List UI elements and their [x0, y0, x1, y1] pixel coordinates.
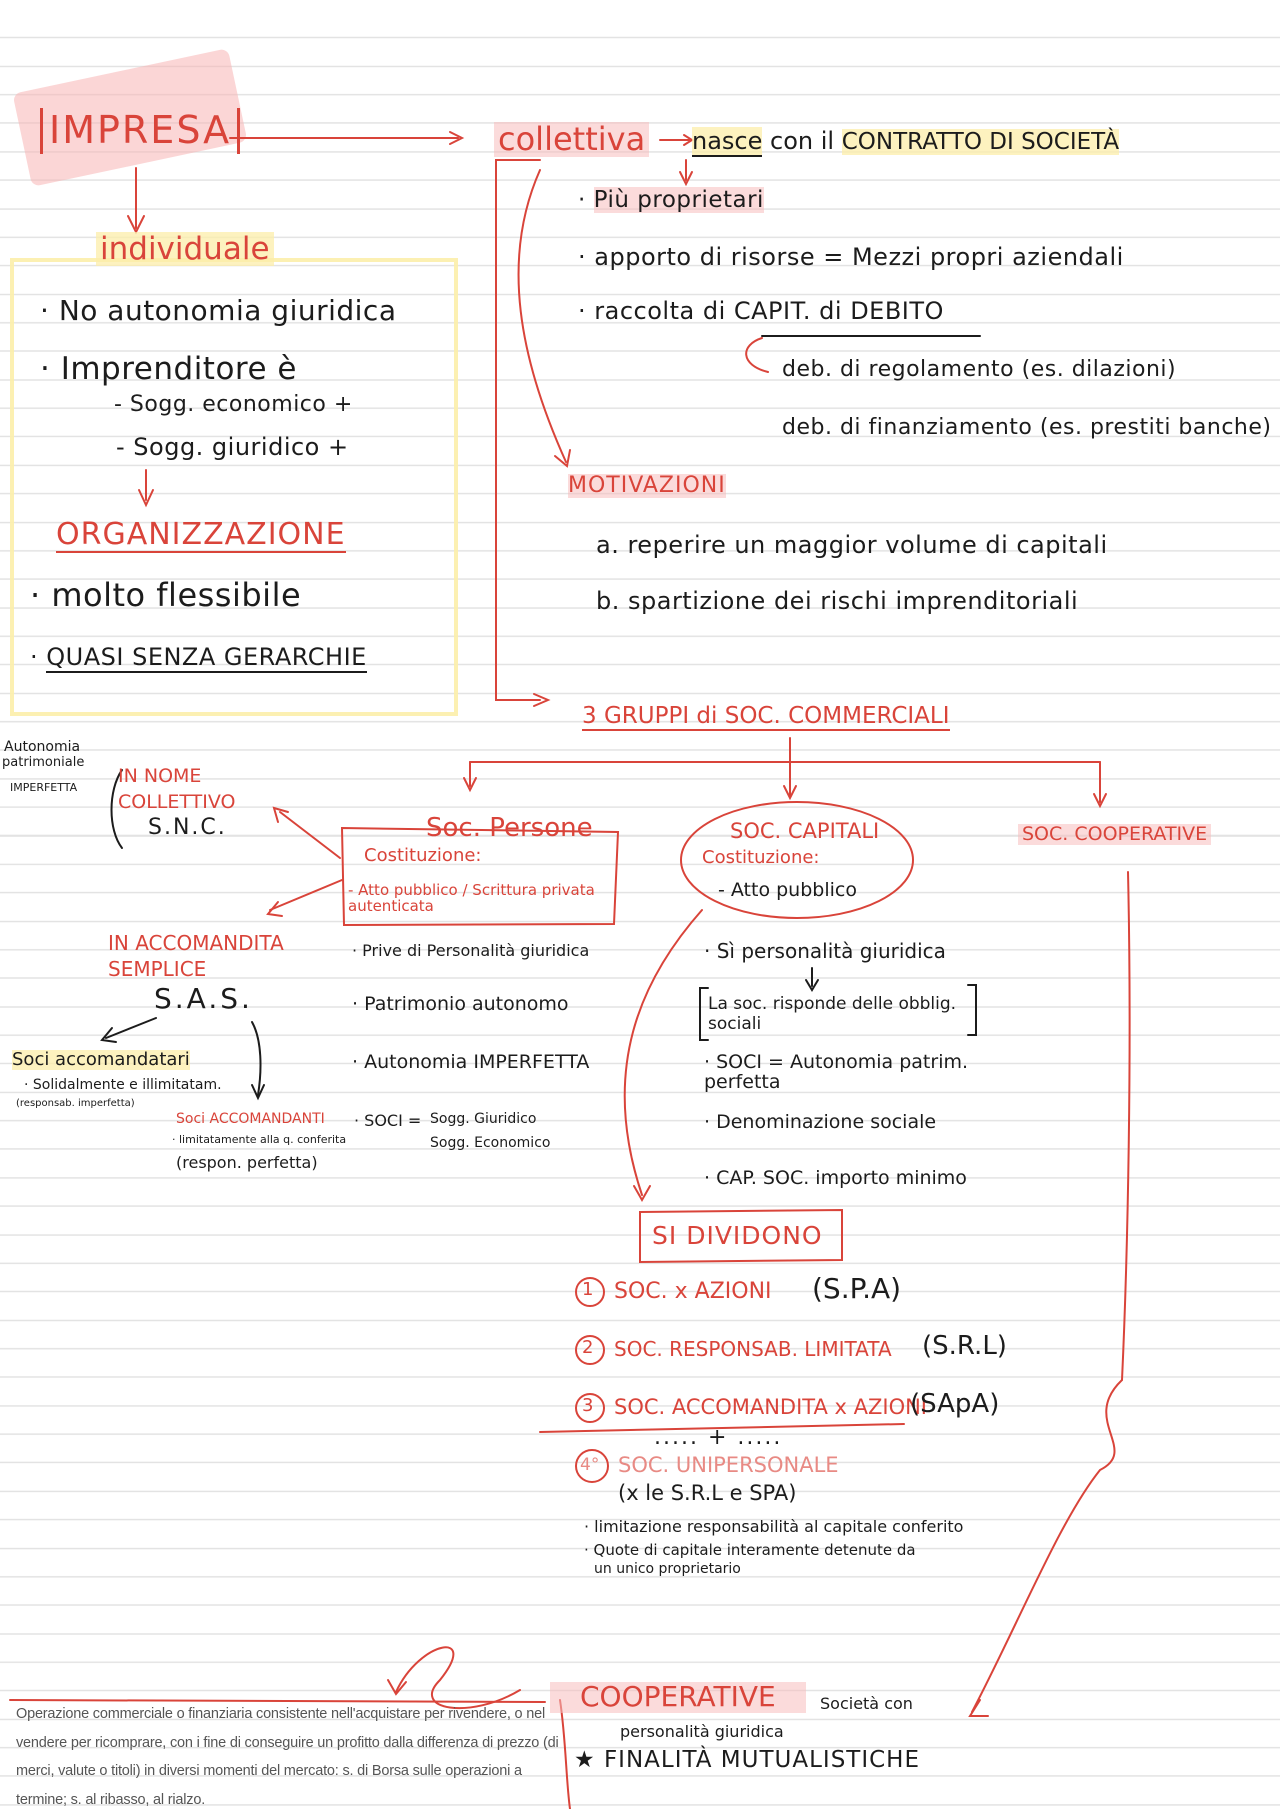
collettiva-bullet-1: · Più proprietari: [578, 187, 764, 213]
accomandanti-title: Soci ACCOMANDANTI: [176, 1111, 325, 1127]
persone-prop-1: · Prive di Personalità giuridica: [352, 941, 590, 960]
persone-soci-label: · SOCI =: [354, 1111, 422, 1130]
list-item-3: SOC. ACCOMANDITA x AZIONI: [614, 1395, 928, 1419]
list-num-2: 2: [582, 1337, 594, 1358]
capitali-prop-3: · SOCI = Autonomia patrim. perfetta: [704, 1051, 969, 1093]
capitali-prop-5: · CAP. SOC. importo minimo: [704, 1167, 967, 1189]
accomandanti-note-2: (respon. perfetta): [176, 1153, 318, 1172]
list-num-4: 4°: [580, 1455, 600, 1475]
motivazione-a: a. reperire un maggior volume di capital…: [596, 531, 1108, 559]
individuale-title: individuale: [96, 232, 274, 266]
snc-abbr: S.N.C.: [148, 815, 227, 840]
organizzazione-title: ORGANIZZAZIONE: [56, 517, 346, 553]
autonomia-label-2: patrimoniale: [2, 755, 85, 770]
list-item-1: SOC. x AZIONI: [614, 1279, 772, 1304]
cooperative-subtitle: Società con personalità giuridica: [620, 1694, 913, 1741]
gruppi-title: 3 GRUPPI di SOC. COMMERCIALI: [582, 703, 950, 732]
accomandatari-title: Soci accomandatari: [12, 1049, 190, 1070]
persone-atto: - Atto pubblico / Scrittura privata aute…: [348, 881, 595, 915]
persone-costituzione: Costituzione:: [364, 845, 482, 866]
persone-prop-3: · Autonomia IMPERFETTA: [352, 1051, 590, 1073]
individuale-sub-1: - Sogg. economico +: [114, 392, 353, 417]
uni-note-2: · Quote di capitale interamente detenute…: [584, 1541, 916, 1559]
list-num-3: 3: [582, 1395, 594, 1416]
nasce-word: nasce: [692, 127, 763, 157]
accomandatari-note-2: (responsab. imperfetta): [16, 1098, 135, 1109]
capitali-prop-4: · Denominazione sociale: [704, 1111, 937, 1133]
list-abbr-1: (S.P.A): [812, 1272, 902, 1305]
list-abbr-4: (x le S.R.L e SPA): [618, 1481, 797, 1505]
cooperative-header: SOC. COOPERATIVE: [1018, 824, 1212, 845]
org-bullet-1: · molto flessibile: [30, 576, 302, 614]
cooperative-finalita: ★ FINALITÀ MUTUALISTICHE: [574, 1747, 921, 1773]
persone-prop-2: · Patrimonio autonomo: [352, 993, 569, 1015]
persone-title: Soc. Persone: [426, 813, 593, 843]
snc-line-2: COLLETTIVO: [118, 791, 236, 813]
collettiva-bullet-3: · raccolta di CAPIT. di DEBITO: [578, 297, 944, 325]
capitali-atto: - Atto pubblico: [718, 879, 857, 901]
autonomia-label-1: Autonomia: [4, 739, 81, 755]
impresa-title: IMPRESA: [40, 108, 241, 154]
list-item-2: SOC. RESPONSAB. LIMITATA: [614, 1337, 892, 1361]
list-abbr-3: (SApA): [910, 1389, 1000, 1419]
collettiva-title: collettiva: [494, 121, 650, 158]
capitali-costituzione: Costituzione:: [702, 847, 820, 868]
nasce-line: nasce con il CONTRATTO DI SOCIETÀ: [692, 127, 1120, 157]
org-bullet-2: · QUASI SENZA GERARCHIE: [30, 643, 367, 673]
star-icon: ★: [574, 1747, 596, 1773]
sas-line-2: SEMPLICE: [108, 957, 207, 981]
capitali-prop-2: La soc. risponde delle obblig. sociali: [708, 994, 957, 1034]
capitali-prop-1: · Sì personalità giuridica: [704, 939, 946, 963]
motivazione-b: b. spartizione dei rischi imprenditorial…: [596, 587, 1079, 615]
gloss-definition: Operazione commerciale o finanziaria con…: [16, 1706, 559, 1808]
capitali-title: SOC. CAPITALI: [730, 819, 880, 843]
individuale-bullet-1: · No autonomia giuridica: [40, 294, 397, 327]
snc-line-1: IN NOME: [118, 765, 202, 787]
sas-abbr: S.A.S.: [154, 982, 253, 1015]
accomandatari-note-1: · Solidalmente e illimitatam.: [24, 1077, 222, 1093]
motivazioni-title: MOTIVAZIONI: [568, 473, 726, 499]
individuale-sub-2: - Sogg. giuridico +: [116, 433, 349, 461]
debito-finanziamento: deb. di finanziamento (es. prestiti banc…: [782, 415, 1272, 440]
uni-note-1: · limitazione responsabilità al capitale…: [584, 1517, 964, 1536]
list-num-1: 1: [582, 1279, 594, 1300]
persone-soci-economico: Sogg. Economico: [430, 1135, 551, 1151]
list-abbr-2: (S.R.L): [922, 1331, 1007, 1361]
list-plus: ..... + .....: [654, 1425, 783, 1450]
autonomia-label-3: IMPERFETTA: [10, 781, 78, 794]
sas-line-1: IN ACCOMANDITA: [108, 931, 284, 955]
accomandanti-note-1: · limitatamente alla q. conferita: [172, 1133, 347, 1146]
list-item-4: SOC. UNIPERSONALE: [618, 1453, 839, 1477]
contratto-societa: CONTRATTO DI SOCIETÀ: [841, 129, 1120, 155]
persone-soci-giuridico: Sogg. Giuridico: [430, 1111, 537, 1127]
uni-note-3: un unico proprietario: [594, 1561, 741, 1577]
individuale-bullet-2: · Imprenditore è: [40, 351, 297, 387]
collettiva-bullet-2: · apporto di risorse = Mezzi propri azie…: [578, 243, 1124, 271]
debito-regolamento: deb. di regolamento (es. dilazioni): [782, 357, 1177, 382]
si-dividono: SI DIVIDONO: [652, 1221, 823, 1250]
nasce-rest: con il: [770, 127, 835, 155]
cooperative-title: COOPERATIVE: [550, 1681, 806, 1713]
